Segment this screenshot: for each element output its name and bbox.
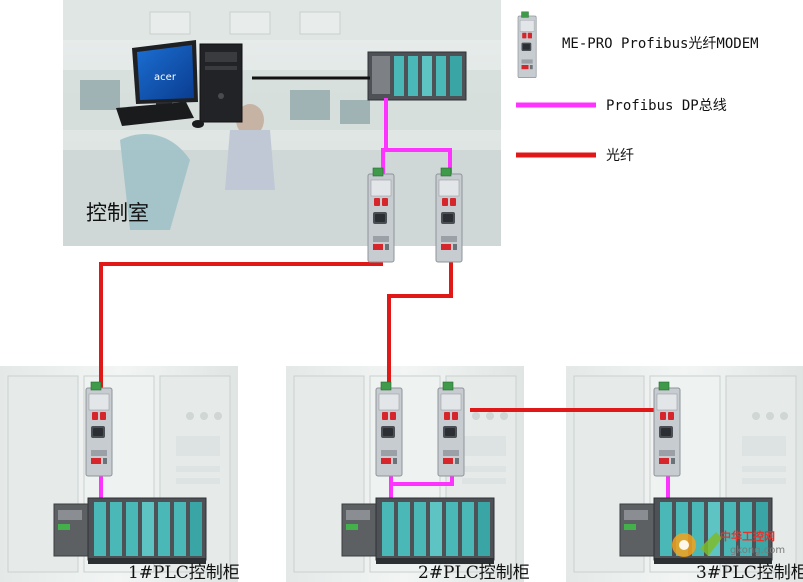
control-room: acer 控制室 [63,0,501,246]
modem-control-room-1 [367,167,395,263]
legend-modem-icon [517,11,537,78]
legend-fiber-label: 光纤 [606,148,634,164]
watermark: 中华工控网 gkong.com [672,529,785,557]
leaf-logo-icon [700,532,722,556]
cabinet-2-label: 2#PLC控制柜 [418,563,530,582]
cabinet-3-label: 3#PLC控制柜 [696,563,803,582]
workstation: acer [116,40,243,128]
modem-control-room-2 [435,167,463,263]
modem-cabinet-2a [375,381,403,477]
fiber-link-2 [387,240,453,392]
plc-cabinet-1 [53,497,207,565]
cabinet-1-label: 1#PLC控制柜 [128,563,240,582]
control-room-label: 控制室 [86,201,149,225]
monitor-brand-logo: acer [154,72,177,83]
legend-dp-bus-label: Profibus DP总线 [606,98,727,114]
legend: ME-PRO Profibus光纤MODEM Profibus DP总线 光纤 [516,11,759,164]
watermark-logo-text: 中华工控网 [720,529,775,543]
legend-modem-label: ME-PRO Profibus光纤MODEM [562,36,759,52]
control-room-plc [367,51,467,101]
modem-cabinet-1 [85,381,113,477]
watermark-site: gkong.com [730,545,785,556]
modem-cabinet-3 [653,381,681,477]
modem-cabinet-2b [437,381,465,477]
plc-cabinet-2 [341,497,495,565]
